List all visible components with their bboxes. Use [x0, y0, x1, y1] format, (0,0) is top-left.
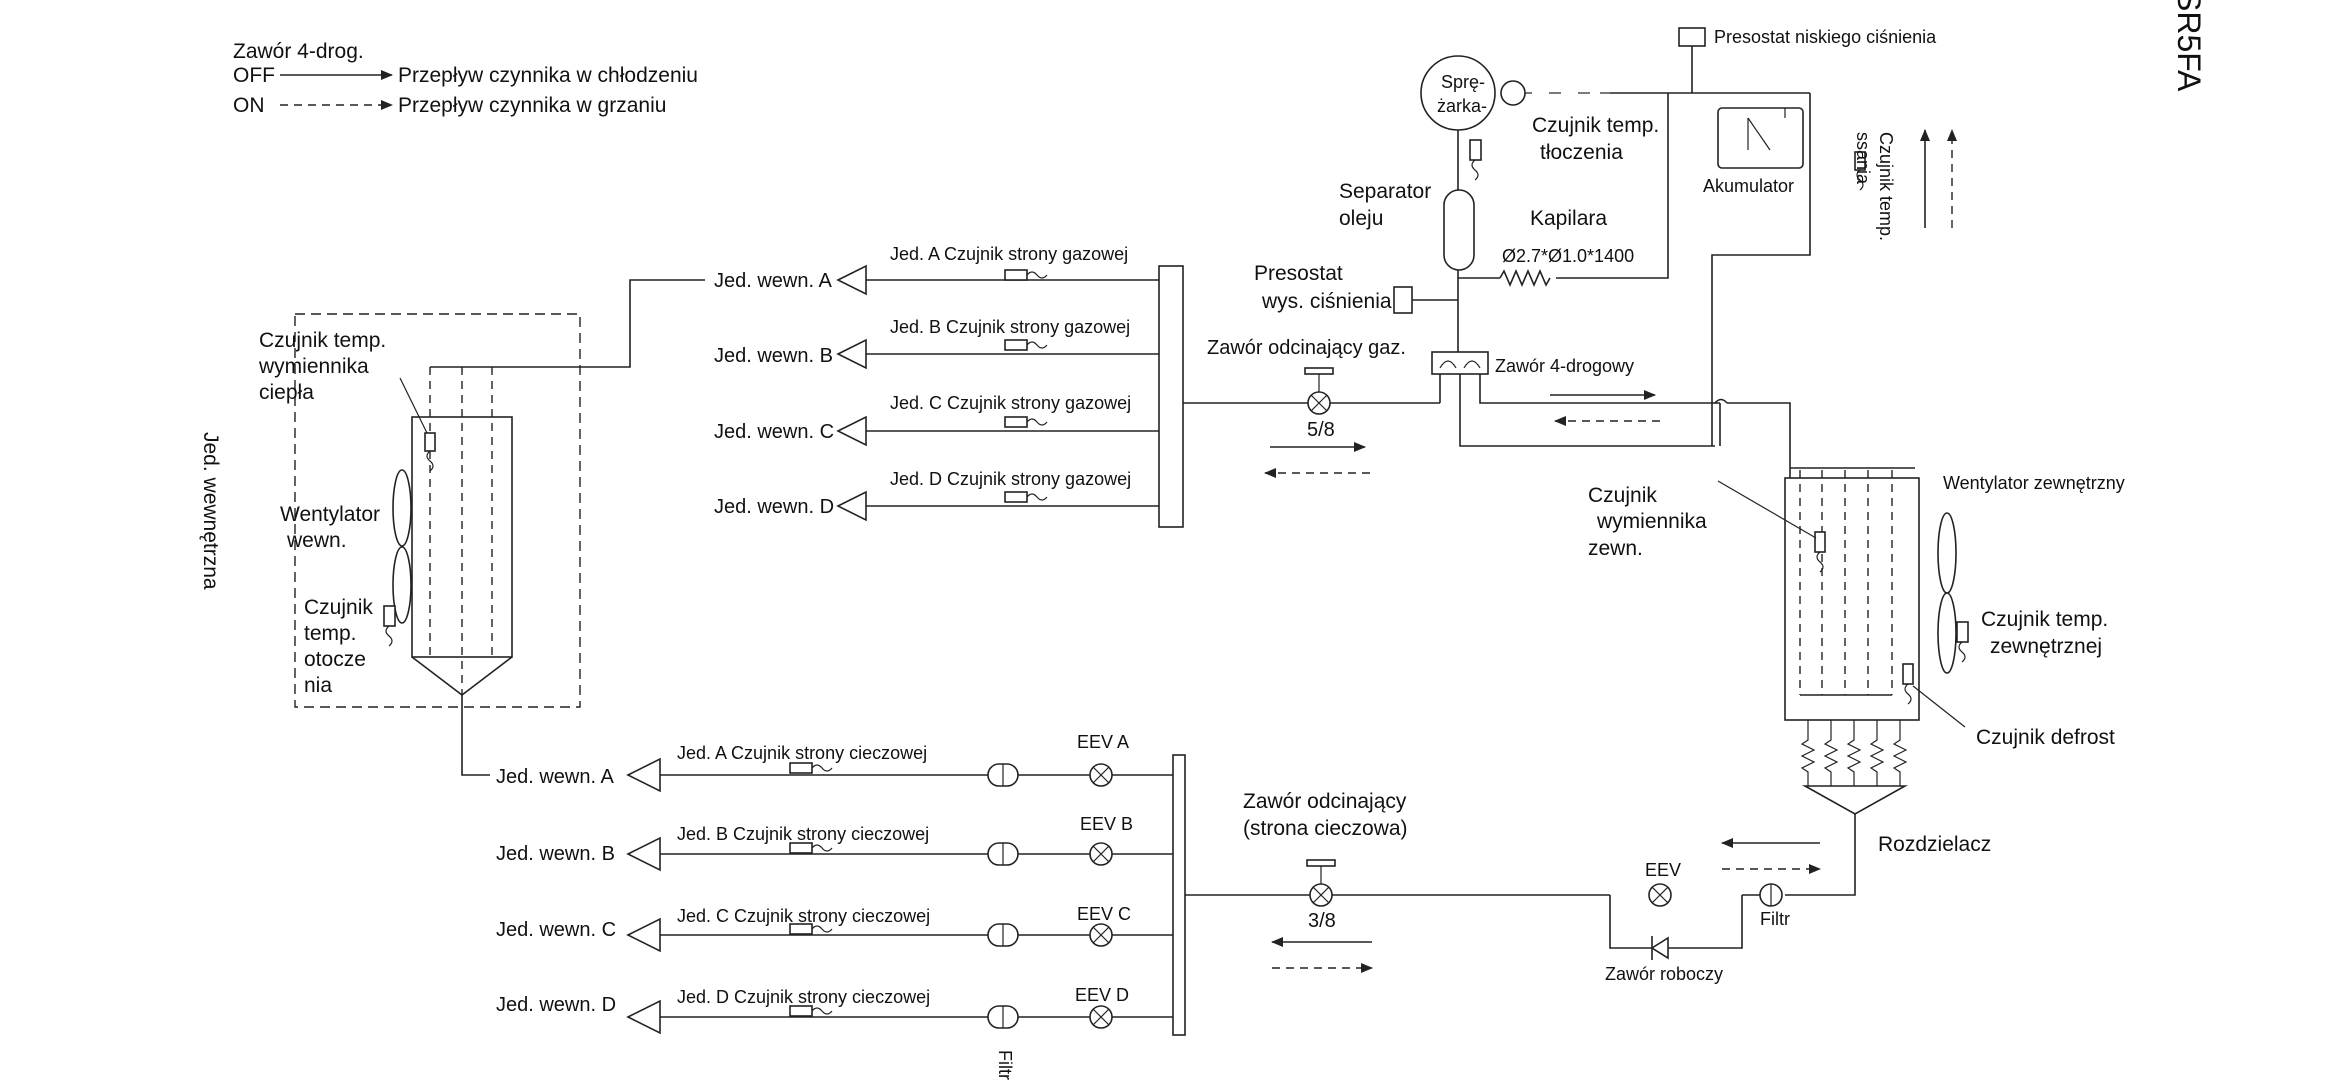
- eev-b-label: EEV B: [1080, 814, 1133, 834]
- ambient-sensor-1: Czujnik: [304, 596, 373, 619]
- outdoor-fan-icon: [1937, 512, 1957, 674]
- legend-on-text: Przepływ czynnika w grzaniu: [398, 94, 666, 117]
- liquid-unit-c: Jed. wewn. C: [496, 919, 616, 941]
- gas-sensor-b: Jed. B Czujnik strony gazowej: [890, 317, 1130, 337]
- eev-c-label: EEV C: [1077, 904, 1131, 924]
- discharge-sensor-2: tłoczenia: [1540, 141, 1623, 164]
- compressor-label-1: Sprę-: [1441, 72, 1485, 92]
- liquid-sensor-c: Jed. C Czujnik strony cieczowej: [677, 906, 930, 926]
- outdoor-temp-sensor-1: Czujnik temp.: [1981, 608, 2108, 631]
- gas-line: Zawór odcinający gaz. 5/8 Zawór 4-drogow…: [1183, 337, 1791, 478]
- accumulator-label: Akumulator: [1703, 176, 1794, 196]
- cut-text: Filtr: [995, 1050, 1015, 1080]
- indoor-hx-sensor-2: wymiennika: [258, 355, 369, 378]
- liquid-valve-label-2: (strona cieczowa): [1243, 817, 1408, 840]
- service-valve-label: Zawór roboczy: [1605, 964, 1723, 984]
- indoor-hx-sensor-1: Czujnik temp.: [259, 329, 386, 352]
- hp-switch-1: Presostat: [1254, 262, 1343, 285]
- liquid-branches: Jed. wewn. A Jed. A Czujnik strony ciecz…: [496, 732, 1186, 1080]
- filter-label: Filtr: [1760, 909, 1790, 929]
- liquid-unit-a: Jed. wewn. A: [496, 766, 615, 788]
- legend-off-text: Przepływ czynnika w chłodzeniu: [398, 64, 698, 87]
- liquid-sensor-d: Jed. D Czujnik strony cieczowej: [677, 987, 930, 1007]
- four-way-valve-label: Zawór 4-drogowy: [1495, 356, 1634, 376]
- liquid-sensor-a: Jed. A Czujnik strony cieczowej: [677, 743, 927, 763]
- indoor-fan-1: Wentylator: [280, 503, 380, 526]
- liquid-valve-label-1: Zawór odcinający: [1243, 790, 1407, 813]
- outdoor-hx: Czujnik wymiennika zewn. Czujnik defrost…: [1588, 467, 2125, 896]
- gas-sensor-a: Jed. A Czujnik strony gazowej: [890, 244, 1128, 264]
- low-pressure-switch-label: Presostat niskiego ciśnienia: [1714, 27, 1937, 47]
- main-eev-label: EEV: [1645, 860, 1681, 880]
- ambient-sensor-3: otocze: [304, 648, 366, 671]
- suction-sensor-2: ssania: [1853, 132, 1873, 185]
- gas-valve-label: Zawór odcinający gaz.: [1207, 337, 1406, 359]
- gas-sensor-d: Jed. D Czujnik strony gazowej: [890, 469, 1131, 489]
- indoor-fan-icon: [392, 469, 412, 624]
- ambient-sensor-2: temp.: [304, 622, 357, 645]
- oil-separator-icon: [1443, 189, 1475, 271]
- gas-valve-size: 5/8: [1307, 419, 1335, 441]
- liquid-unit-b: Jed. wewn. B: [496, 843, 615, 865]
- accumulator-icon: [1717, 107, 1804, 169]
- hp-switch-2: wys. ciśnienia: [1261, 290, 1392, 313]
- gas-unit-d: Jed. wewn. D: [714, 496, 834, 518]
- gas-unit-a: Jed. wewn. A: [714, 270, 833, 292]
- legend-off-key: OFF: [233, 64, 275, 87]
- capillary-spec: Ø2.7*Ø1.0*1400: [1502, 246, 1634, 266]
- indoor-unit: Jed. wewnętrzna Czujnik temp. wymiennika…: [199, 279, 705, 776]
- distributor-label: Rozdzielacz: [1878, 833, 1991, 856]
- oil-separator-2: oleju: [1339, 207, 1383, 230]
- legend-title: Zawór 4-drog.: [233, 40, 364, 63]
- ambient-sensor-4: nia: [304, 674, 332, 697]
- indoor-unit-label: Jed. wewnętrzna: [199, 432, 222, 590]
- eev-a-label: EEV A: [1077, 732, 1129, 752]
- oil-separator-1: Separator: [1339, 180, 1431, 203]
- legend-on-key: ON: [233, 94, 265, 117]
- suction-sensor-1: Czujnik temp.: [1876, 132, 1896, 241]
- outdoor-hx-sensor-3: zewn.: [1588, 537, 1643, 560]
- indoor-fan-2: wewn.: [286, 529, 347, 552]
- eev-d-label: EEV D: [1075, 985, 1129, 1005]
- liquid-valve-size: 3/8: [1308, 910, 1336, 932]
- liquid-unit-d: Jed. wewn. D: [496, 994, 616, 1016]
- liquid-line: Zawór odcinający (strona cieczowa) 3/8 E…: [1185, 790, 1790, 984]
- outdoor-fan-label: Wentylator zewnętrzny: [1943, 473, 2125, 493]
- model-code: SR5FA: [2171, 0, 2207, 92]
- gas-unit-b: Jed. wewn. B: [714, 345, 833, 367]
- compressor-section: Sprę- żarka- Czujnik temp. tłoczenia Sep…: [1254, 27, 1957, 446]
- gas-branches: Jed. wewn. A Jed. A Czujnik strony gazow…: [714, 244, 1184, 528]
- gas-sensor-c: Jed. C Czujnik strony gazowej: [890, 393, 1131, 413]
- defrost-sensor-label: Czujnik defrost: [1976, 726, 2115, 749]
- liquid-sensor-b: Jed. B Czujnik strony cieczowej: [677, 824, 929, 844]
- outdoor-temp-sensor-2: zewnętrznej: [1990, 635, 2102, 658]
- gas-unit-c: Jed. wewn. C: [714, 421, 834, 443]
- indoor-hx-sensor-3: ciepła: [259, 381, 314, 404]
- compressor-label-2: żarka-: [1437, 96, 1487, 116]
- legend: Zawór 4-drog. OFF Przepływ czynnika w ch…: [233, 40, 698, 117]
- outdoor-hx-sensor-2: wymiennika: [1596, 510, 1707, 533]
- distributor-icon: [1801, 785, 1909, 815]
- discharge-sensor-1: Czujnik temp.: [1532, 114, 1659, 137]
- outdoor-hx-sensor-1: Czujnik: [1588, 484, 1657, 507]
- compressor-icon: [1420, 55, 1496, 131]
- capillary-label: Kapilara: [1530, 207, 1607, 230]
